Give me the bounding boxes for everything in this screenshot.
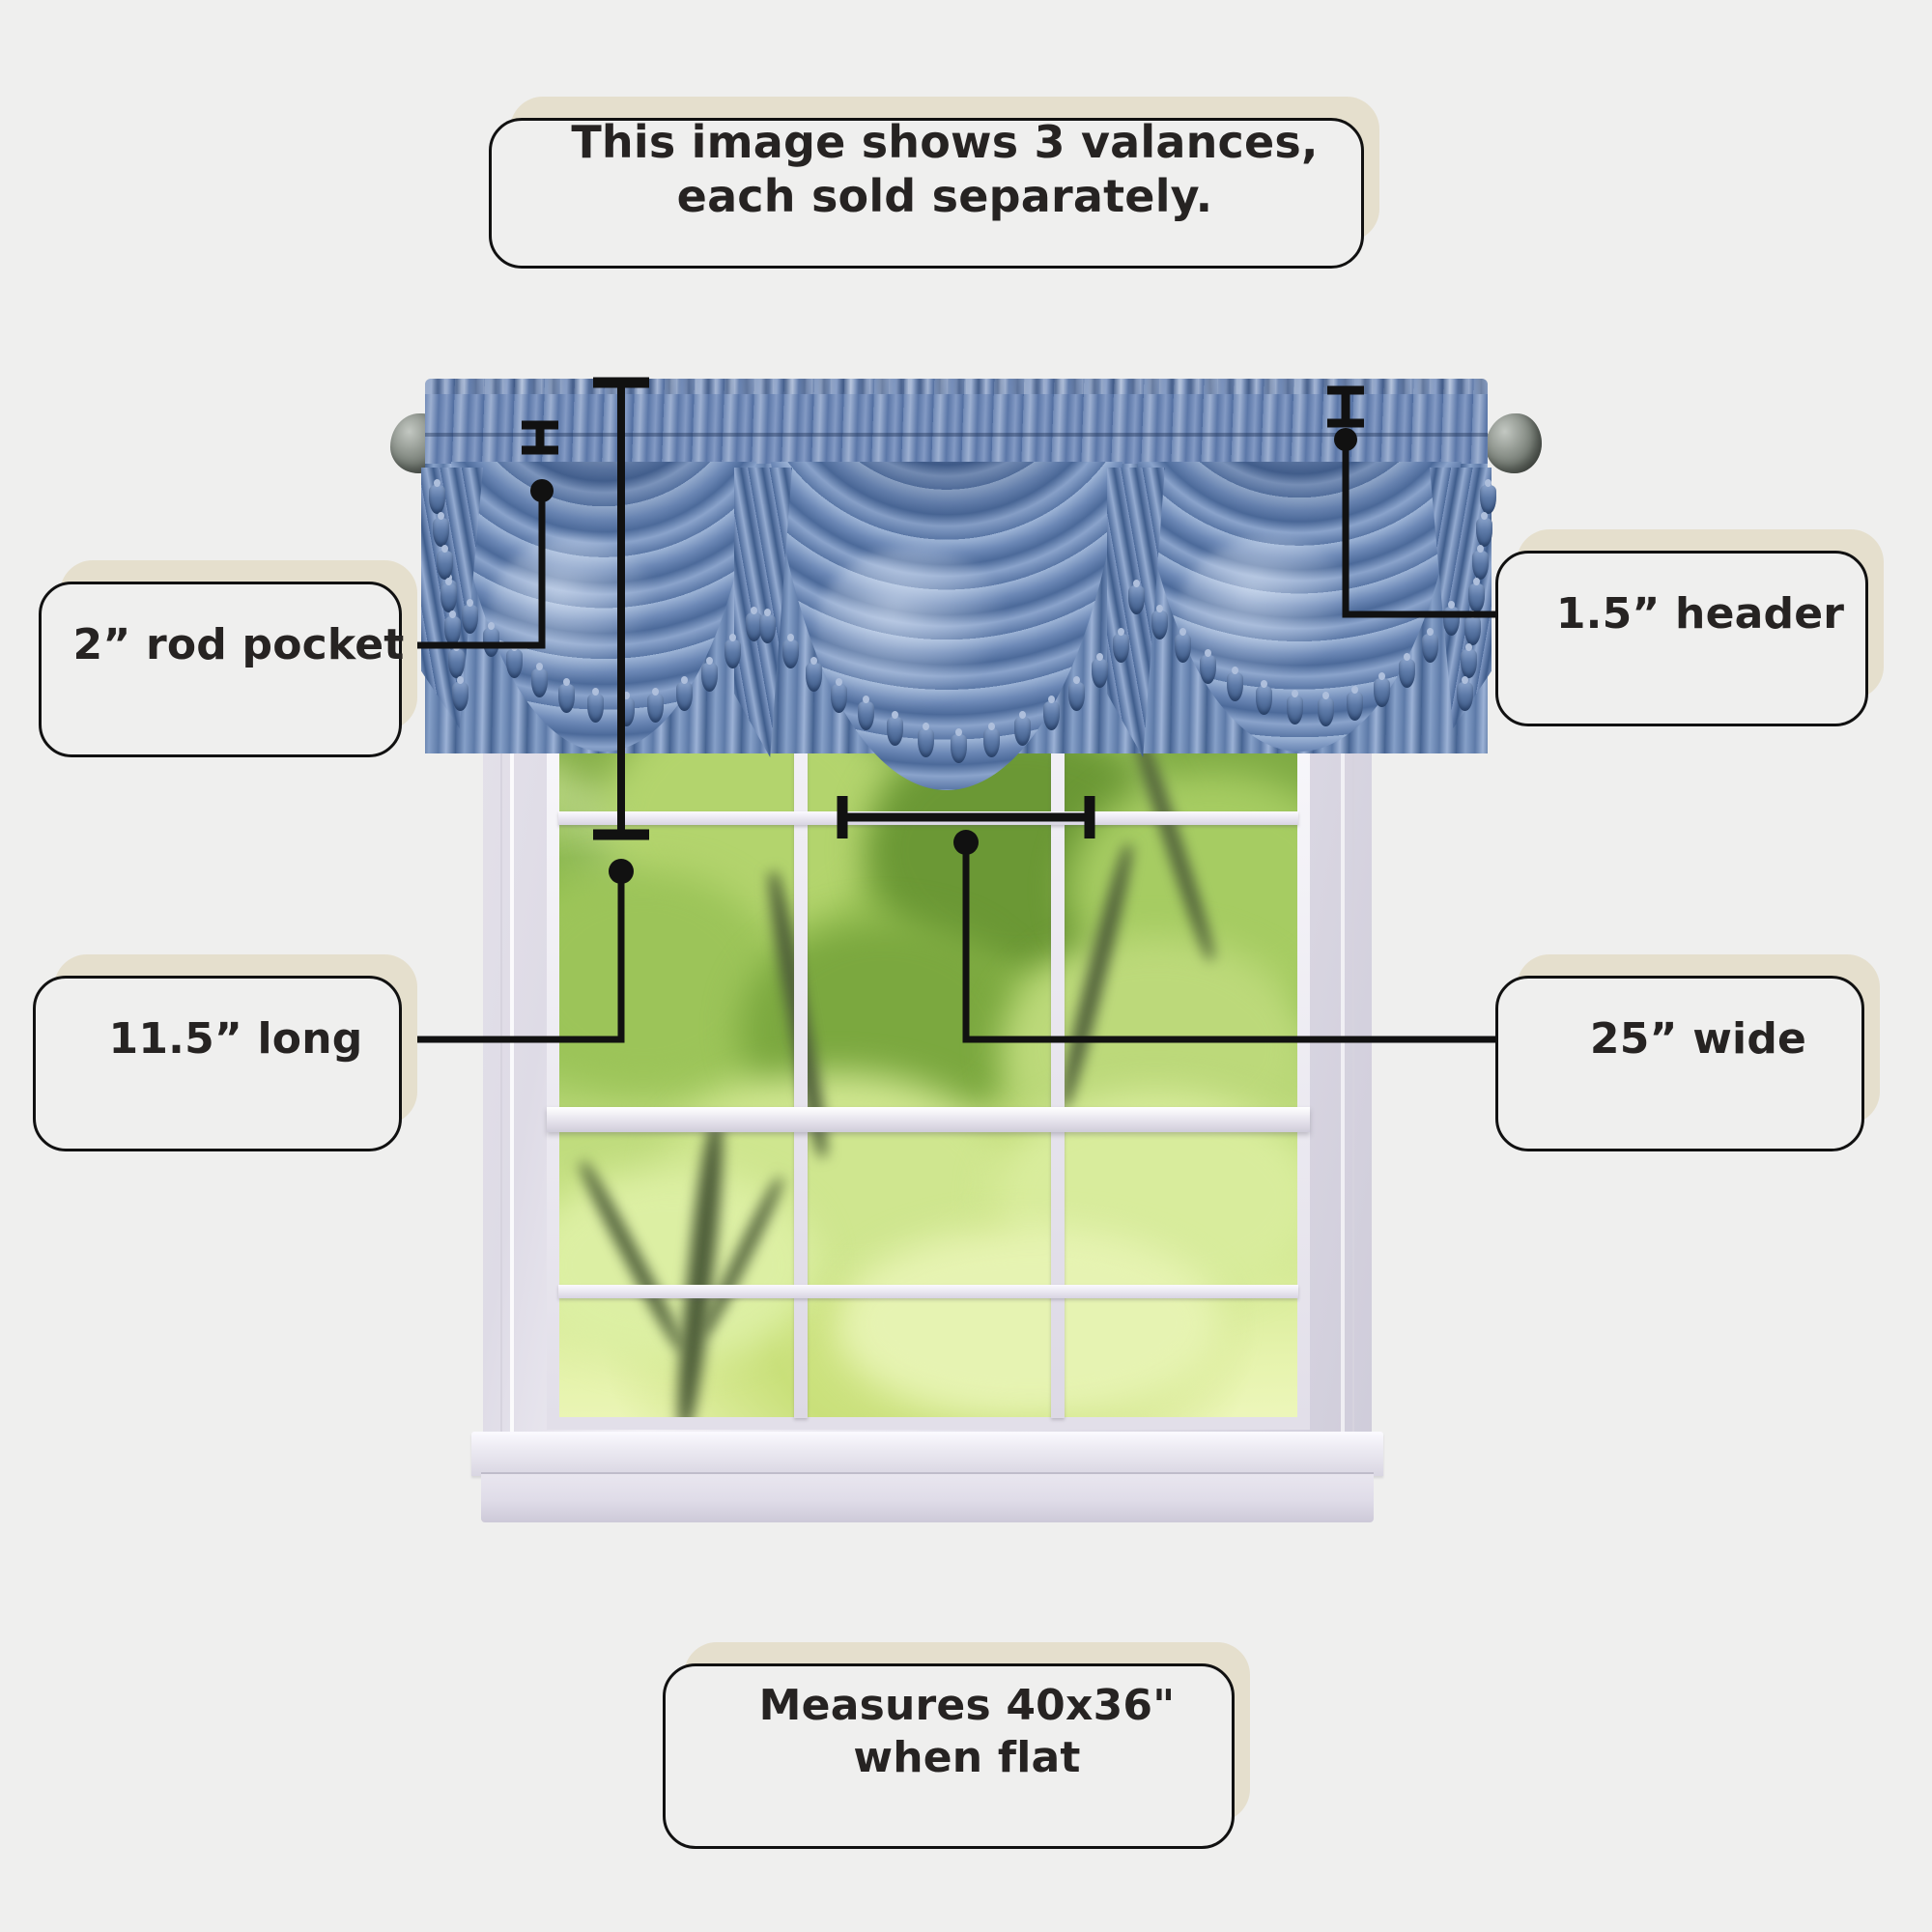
callout-width: 25” wide <box>1495 954 1880 1151</box>
callout-header-label: 1.5” header <box>1555 589 1845 639</box>
valance-side-trim-right <box>1457 479 1496 711</box>
window-valance <box>421 379 1496 833</box>
callout-rod-pocket: 2” rod pocket <box>39 560 417 757</box>
valance-side-trim-left <box>429 479 469 711</box>
callout-length: 11.5” long <box>33 954 417 1151</box>
window-mullion-vertical <box>794 562 808 1418</box>
callout-width-label: 25” wide <box>1589 1014 1807 1065</box>
callout-flat-line1: Measures 40x36" <box>758 1681 1176 1731</box>
callout-rod-pocket-label: 2” rod pocket <box>72 620 405 670</box>
valance-tassel-fringe-left <box>439 574 767 726</box>
rod-finial-right <box>1486 413 1542 473</box>
window-sill <box>471 1432 1383 1476</box>
window-apron <box>481 1472 1374 1522</box>
valance-tassel-fringe-center <box>759 609 1136 763</box>
valance-swag-left <box>444 462 763 752</box>
window-mullion-horizontal <box>558 1285 1298 1298</box>
callout-flat-measurement: Measures 40x36" when flat <box>663 1642 1250 1849</box>
callout-flat-line2: when flat <box>853 1733 1081 1782</box>
valance-swag-center <box>763 462 1130 790</box>
window-sash-divider <box>547 1107 1310 1132</box>
callout-valance-count: This image shows 3 valances, each sold s… <box>489 97 1379 269</box>
rod-pocket-seam <box>425 433 1488 437</box>
valance-rod-pocket-header <box>425 379 1488 468</box>
callout-top-line2: each sold separately. <box>676 170 1213 222</box>
valance-tassel-fringe-right <box>1128 580 1466 726</box>
callout-header: 1.5” header <box>1495 529 1884 726</box>
callout-top-line1: This image shows 3 valances, <box>571 115 1319 168</box>
callout-length-label: 11.5” long <box>108 1014 363 1065</box>
